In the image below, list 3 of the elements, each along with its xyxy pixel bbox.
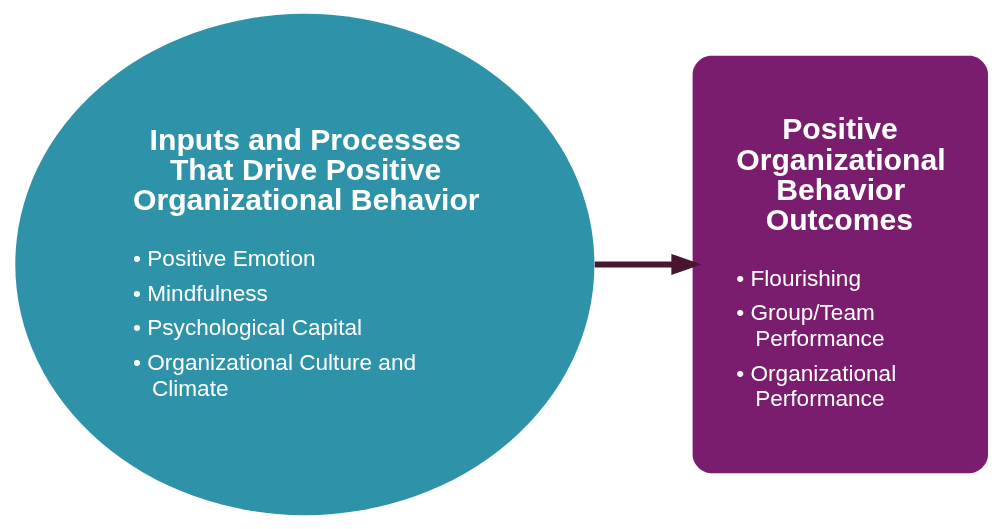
arrow xyxy=(594,253,702,276)
node-box: Positive Organizational Behavior Outcomes • Flourishing • Group/Team Performance • Organizational Performance xyxy=(692,55,988,474)
node-ellipse: Inputs and Processes That Drive Positive Organizational Behavior • Positive Emotion • Mindfulness • Psychological Capital • Organizational Culture and Climate xyxy=(15,13,595,516)
